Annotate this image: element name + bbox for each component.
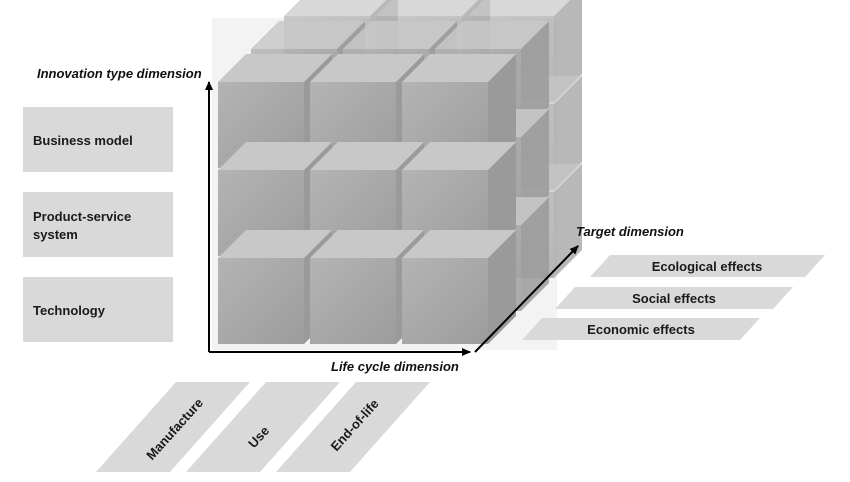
cube-top-face xyxy=(218,142,332,170)
label-system: system xyxy=(33,227,78,242)
cube-top-face xyxy=(251,21,365,49)
cube-grid xyxy=(218,0,582,344)
cube-front-face xyxy=(218,258,304,344)
cube-side-face xyxy=(554,76,582,190)
label-business-model: Business model xyxy=(33,133,133,148)
target-axis xyxy=(474,245,579,353)
panel-ecological-effects xyxy=(590,255,825,277)
label-technology: Technology xyxy=(33,303,106,318)
cube-top-face xyxy=(468,0,570,16)
label-economic-effects: Economic effects xyxy=(587,322,695,337)
cube-top-face xyxy=(402,54,516,82)
cube-side-face xyxy=(521,109,549,223)
cube-front-face xyxy=(310,258,396,344)
cube-side-face xyxy=(488,230,516,344)
label-product-service: Product-service xyxy=(33,209,131,224)
panel-business-model xyxy=(23,107,173,172)
panel-technology xyxy=(23,277,173,342)
cube-front-face xyxy=(402,258,488,344)
cube-side-face xyxy=(521,21,549,135)
cube-top-face xyxy=(218,54,332,82)
cube-side-face xyxy=(488,54,516,168)
cube-side-face xyxy=(488,142,516,256)
panel-economic-effects xyxy=(522,318,760,340)
panel-end-of-life xyxy=(276,382,430,472)
cube-top-face xyxy=(310,230,424,258)
cube-top-face xyxy=(310,142,424,170)
label-social-effects: Social effects xyxy=(632,291,716,306)
cube-top-face xyxy=(218,230,332,258)
panel-use xyxy=(186,382,340,472)
label-ecological-effects: Ecological effects xyxy=(652,259,763,274)
cube-top-face xyxy=(310,54,424,82)
axis-title-life-cycle: Life cycle dimension xyxy=(331,359,459,374)
cube-top-face xyxy=(376,0,478,16)
cube-top-face xyxy=(402,142,516,170)
cube-top-face xyxy=(435,21,549,49)
panel-social-effects xyxy=(555,287,793,309)
panel-product-service-system xyxy=(23,192,173,257)
cube-top-face xyxy=(402,230,516,258)
cube-top-face xyxy=(343,21,457,49)
cube-top-face xyxy=(284,0,386,16)
axis-title-innovation-type: Innovation type dimension xyxy=(37,66,202,81)
panel-manufacture xyxy=(96,382,250,472)
axis-title-target: Target dimension xyxy=(576,224,684,239)
